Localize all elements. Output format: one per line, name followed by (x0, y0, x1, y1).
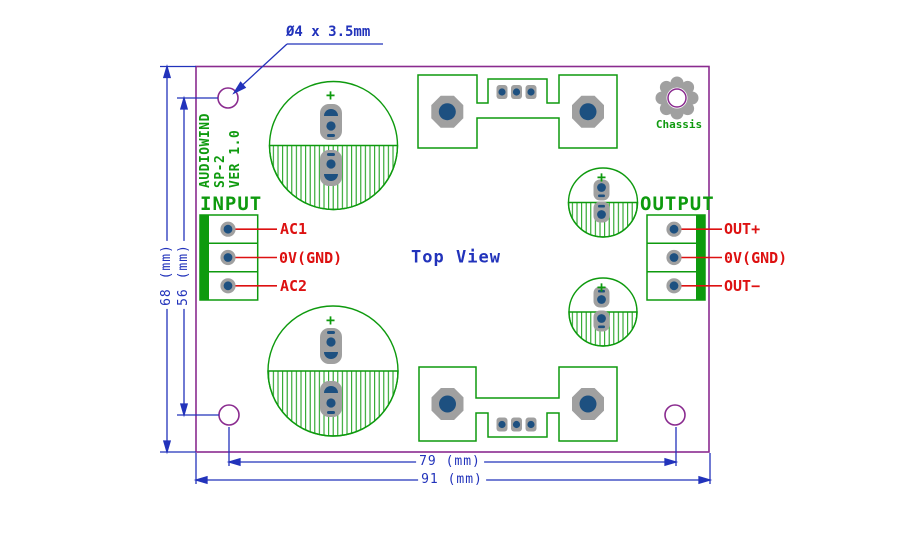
polarity-plus-top-right: + (596, 167, 607, 186)
brand-line-1: AUDIOWIND (198, 113, 213, 188)
chassis-label: Chassis (655, 117, 703, 131)
hole-size-callout: Ø4 x 3.5mm (286, 24, 371, 40)
polarity-plus-bottom-left: + (325, 310, 336, 329)
dim-hole-span-height: 56 (mm) (176, 241, 192, 309)
pin-leader-lines (235, 228, 722, 287)
output-pin-label-outminus: OUT− (724, 276, 761, 295)
brand-line-3: VER 1.0 (228, 129, 243, 188)
dim-board-height: 68 (mm) (159, 241, 175, 309)
dim-hole-span-width: 79 (mm) (416, 454, 484, 470)
output-header: OUTPUT (640, 193, 715, 215)
dim-board-width: 91 (mm) (418, 472, 486, 488)
input-pin-label-0v: 0V(GND) (279, 248, 343, 267)
input-pin-label-ac2: AC2 (280, 276, 308, 295)
input-pin-label-ac1: AC1 (280, 219, 308, 238)
output-pin-label-0v: 0V(GND) (724, 248, 788, 267)
input-header: INPUT (200, 193, 263, 215)
silkscreen-brand-text: AUDIOWIND SP-2 VER 1.0 (198, 113, 243, 188)
polarity-plus-top-left: + (325, 85, 336, 104)
polarity-plus-bottom-right: + (596, 277, 607, 296)
component-footprint-bottom (418, 366, 618, 442)
brand-line-2: SP-2 (213, 154, 228, 188)
component-footprint-top (417, 74, 618, 149)
chassis-gear-icon (655, 76, 699, 120)
output-pin-label-outplus: OUT+ (724, 219, 761, 238)
top-view-label: Top View (411, 247, 501, 268)
